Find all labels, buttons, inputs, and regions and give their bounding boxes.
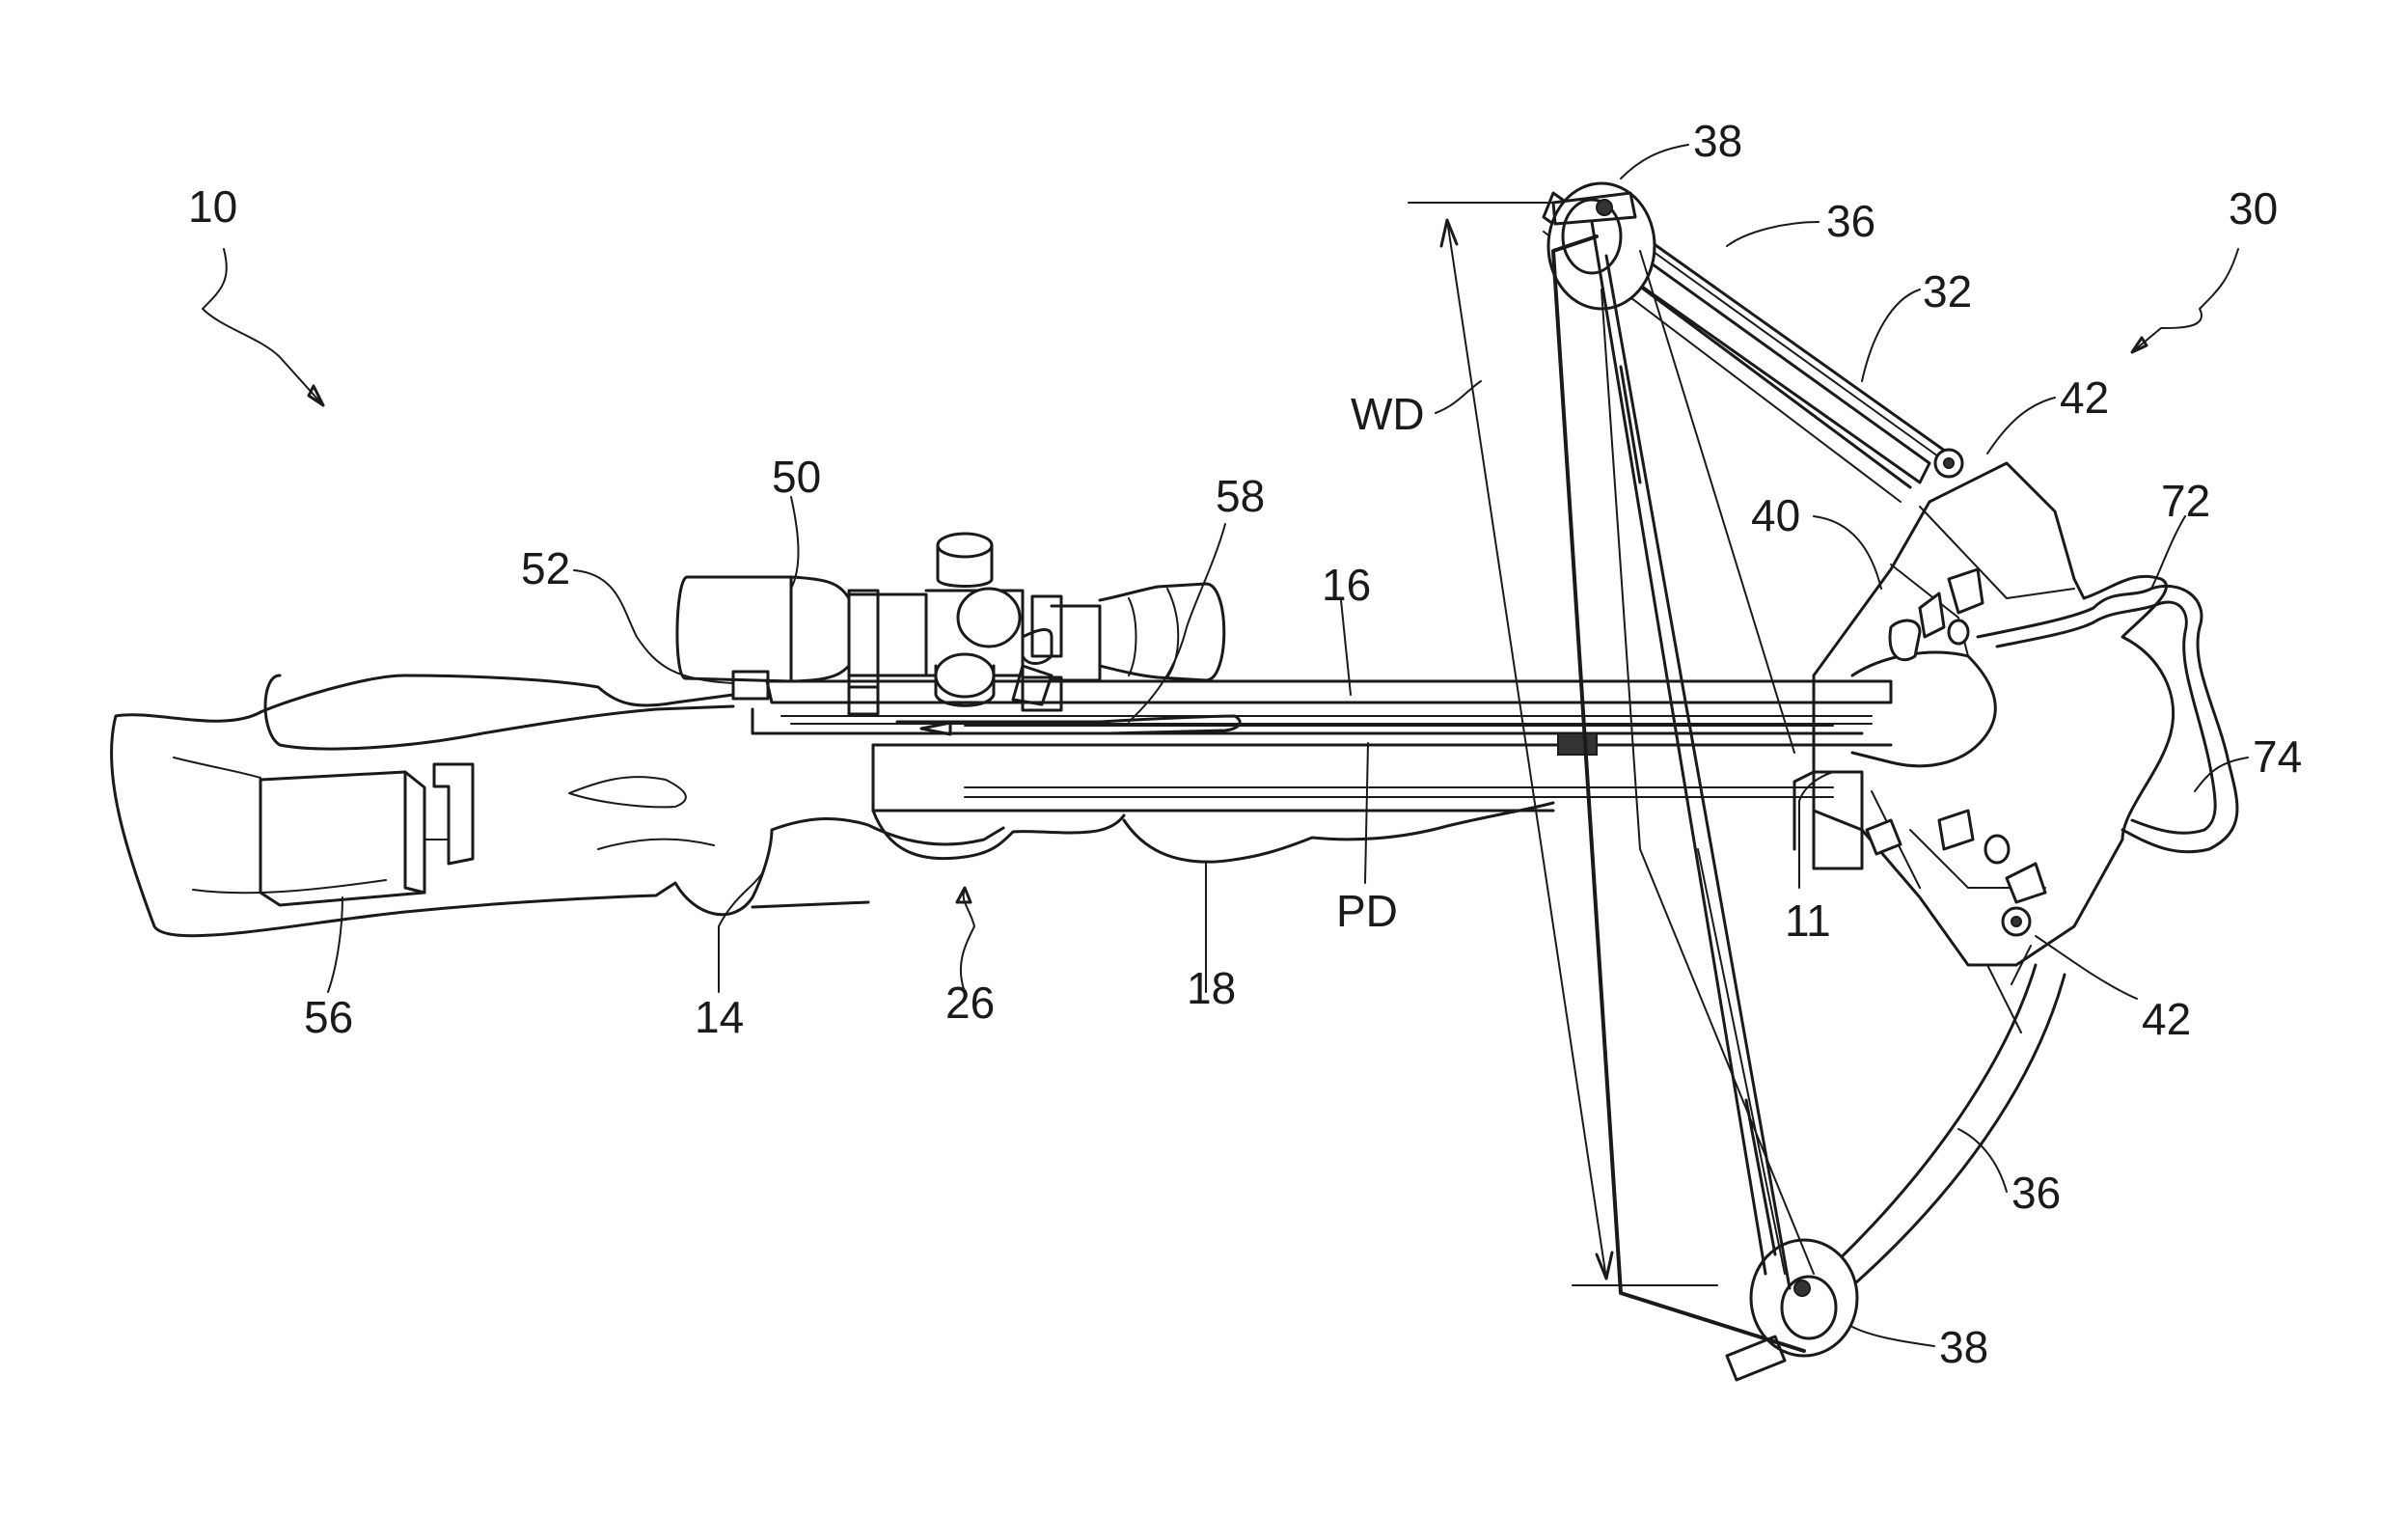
rail: [767, 681, 1891, 797]
label-10: 10: [188, 181, 237, 232]
label-14: 14: [695, 992, 744, 1042]
label-58: 58: [1216, 471, 1265, 521]
label-74: 74: [2253, 731, 2302, 782]
barrel: [752, 709, 1891, 862]
pivot-upper: [1935, 450, 1962, 477]
label-16: 16: [1322, 560, 1371, 610]
label-38-upper: 38: [1693, 116, 1742, 166]
label-56: 56: [304, 992, 353, 1042]
label-11: 11: [1785, 895, 1831, 946]
label-42-lower: 42: [2142, 994, 2191, 1044]
label-72: 72: [2161, 476, 2210, 526]
label-36-lower: 36: [2011, 1168, 2061, 1218]
label-40: 40: [1751, 490, 1800, 540]
label-30: 30: [2229, 183, 2278, 234]
accessory-pack: [260, 764, 473, 905]
label-50: 50: [772, 452, 821, 502]
label-18: 18: [1187, 963, 1236, 1013]
stirrup: [1978, 586, 2237, 851]
label-26: 26: [945, 978, 995, 1028]
pivot-lower: [2003, 908, 2030, 935]
label-38-lower: 38: [1939, 1322, 1988, 1372]
bow-assembly: [1794, 463, 2174, 965]
label-PD: PD: [1336, 886, 1398, 936]
scope-mount: [733, 672, 1061, 714]
label-36-upper: 36: [1826, 196, 1875, 246]
label-42-upper: 42: [2060, 372, 2109, 423]
cam-lower: [1727, 1240, 1857, 1380]
label-52: 52: [521, 543, 570, 593]
label-32: 32: [1923, 266, 1972, 317]
label-WD: WD: [1351, 389, 1425, 439]
